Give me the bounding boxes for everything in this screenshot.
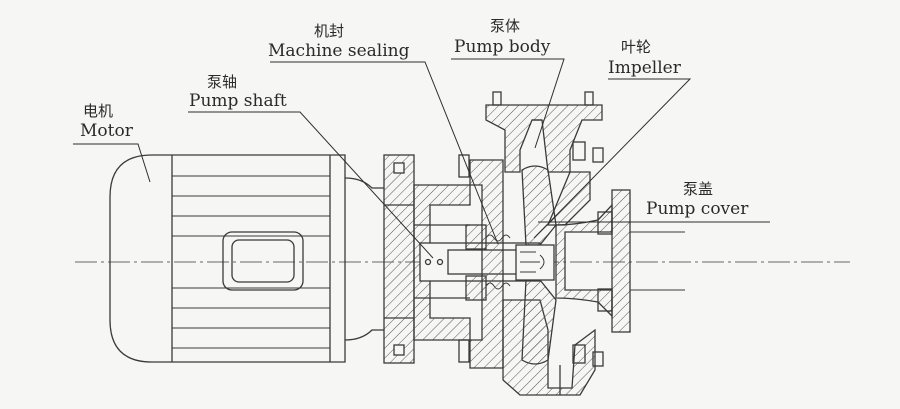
machine-sealing-label-en: Machine sealing — [268, 41, 410, 61]
pump-body-label-en: Pump body — [454, 37, 551, 57]
leader-pump-shaft — [188, 111, 434, 259]
leader-motor — [73, 143, 151, 183]
impeller-label-en: Impeller — [608, 58, 681, 78]
impeller-label-zh: 叶轮 — [621, 38, 652, 56]
impeller — [515, 165, 557, 365]
leader-machine-sealing — [270, 61, 499, 245]
pump-body-label-zh: 泵体 — [490, 17, 521, 35]
motor-body — [109, 154, 384, 363]
leader-impeller — [533, 78, 692, 239]
bracket — [383, 154, 471, 364]
pump-cover-label-zh: 泵盖 — [683, 180, 714, 198]
pump-cover-label-en: Pump cover — [646, 199, 749, 219]
mechanical-seal — [465, 224, 511, 301]
machine-sealing-label-zh: 机封 — [314, 22, 345, 40]
leader-pump-body — [451, 58, 565, 149]
pump-cover — [555, 189, 685, 333]
pump-shaft-label-zh: 泵轴 — [207, 73, 238, 91]
pump-shaft-label-en: Pump shaft — [189, 91, 287, 111]
motor-label-zh: 电机 — [83, 102, 114, 120]
motor-label-en: Motor — [80, 121, 133, 141]
